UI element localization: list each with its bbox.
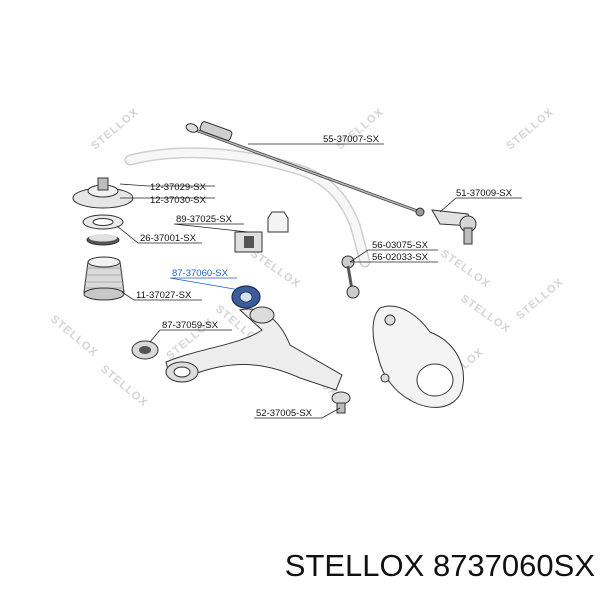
watermark: STELLOX bbox=[48, 313, 100, 359]
footer-brand: STELLOX bbox=[284, 548, 425, 583]
label-tie-rod: 55-37007-SX bbox=[323, 134, 380, 145]
watermark: STELLOX bbox=[438, 248, 492, 291]
arm-bushing-highlighted bbox=[231, 285, 261, 309]
watermark: STELLOX bbox=[89, 106, 141, 152]
label-spring-seat: 26-37001-SX bbox=[140, 233, 197, 244]
label-stabilizer-link: 56-03075-SX bbox=[372, 240, 429, 251]
watermark: STELLOX bbox=[458, 293, 512, 336]
steering-knuckle bbox=[372, 305, 464, 408]
strut-mount bbox=[72, 177, 134, 209]
spring-seat bbox=[82, 214, 124, 246]
part-labels: 55-37007-SX 12-37029-SX 12-37030-SX 51-3… bbox=[136, 134, 513, 419]
lower-control-arm bbox=[165, 306, 343, 391]
stabilizer-link bbox=[341, 255, 360, 299]
label-stabilizer-link-2: 56-02033-SX bbox=[372, 252, 429, 263]
label-strut-mount-2: 12-37030-SX bbox=[150, 195, 207, 206]
watermark: STELLOX bbox=[514, 276, 566, 322]
watermark: STELLOX bbox=[334, 106, 386, 152]
footer-caption: STELLOX 8737060SX bbox=[250, 548, 595, 588]
label-arm-bushing-highlighted: 87-37060-SX bbox=[172, 268, 229, 279]
tie-rod-end bbox=[431, 209, 477, 245]
footer-part-number: 8737060SX bbox=[432, 548, 595, 583]
label-strut-mount: 12-37029-SX bbox=[150, 182, 207, 193]
watermark: STELLOX bbox=[504, 106, 556, 152]
leader-lines bbox=[116, 143, 522, 419]
label-bump-stop: 11-37027-SX bbox=[136, 290, 192, 301]
tie-rod bbox=[185, 121, 425, 217]
stabilizer-bushing bbox=[234, 211, 289, 253]
label-stabilizer-bushing: 89-37025-SX bbox=[176, 214, 233, 225]
label-tie-rod-end: 51-37009-SX bbox=[456, 188, 513, 199]
arm-bushing-rear bbox=[131, 340, 159, 360]
watermark: STELLOX bbox=[98, 363, 150, 409]
label-ball-joint: 52-37005-SX bbox=[256, 408, 313, 419]
label-arm-bushing-rear: 87-37059-SX bbox=[162, 320, 219, 331]
ball-joint bbox=[331, 391, 351, 414]
bump-stop bbox=[83, 256, 125, 301]
watermark: STELLOX bbox=[248, 248, 302, 291]
stabilizer-bar bbox=[124, 147, 371, 268]
